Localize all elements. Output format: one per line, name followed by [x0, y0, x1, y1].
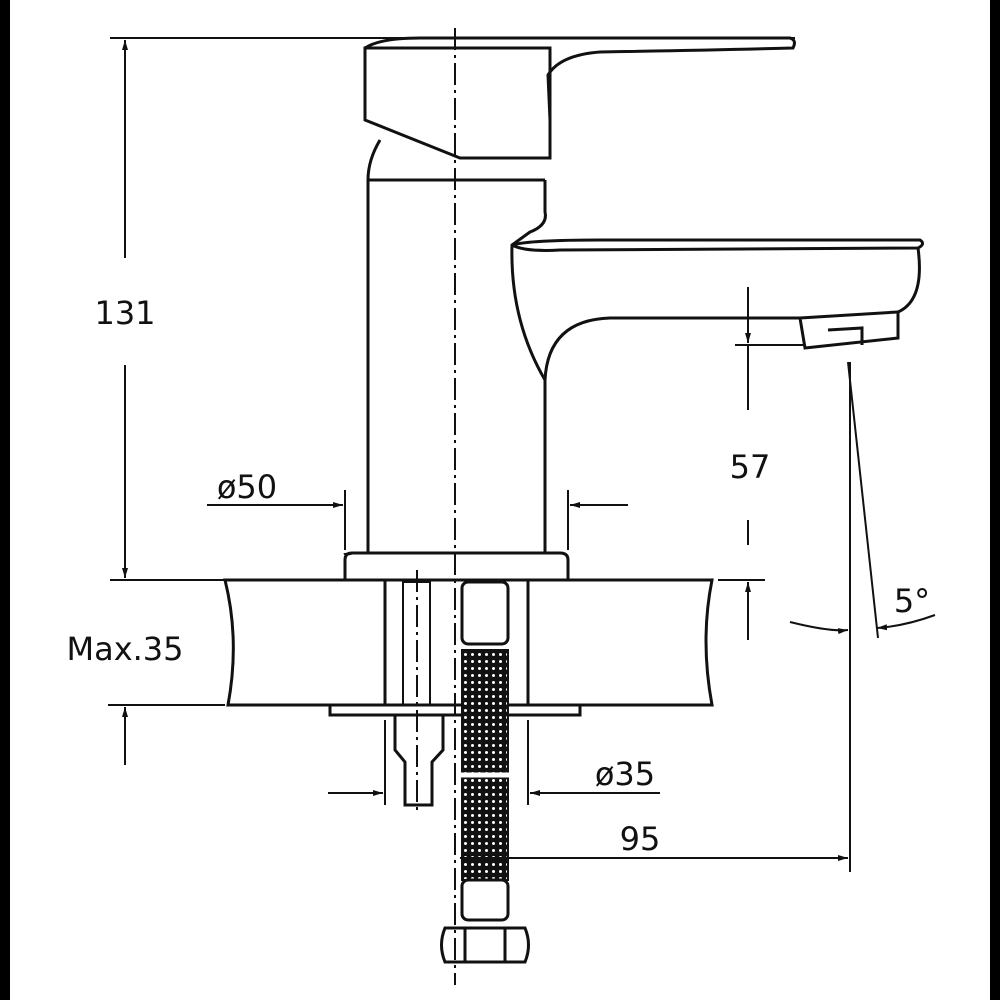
body-outline [366, 139, 547, 553]
label-57: 57 [730, 448, 771, 486]
dimension-height-131: 131 [94, 37, 795, 581]
mounting-bolt [393, 570, 445, 815]
label-5-degrees: 5° [894, 582, 930, 620]
handle-head [363, 46, 552, 160]
label-131: 131 [94, 294, 155, 332]
dimension-max-thickness: Max.35 [66, 630, 225, 765]
label-d35: ø35 [595, 755, 655, 793]
label-max-35: Max.35 [66, 630, 183, 668]
countertop-section [223, 578, 714, 717]
lever [364, 36, 796, 121]
label-95: 95 [620, 820, 661, 858]
right-border [990, 0, 1000, 1000]
supply-hose [440, 580, 530, 964]
dimension-base-diameter: ø50 [207, 468, 628, 550]
base-ring [343, 551, 570, 582]
left-border [0, 0, 10, 1000]
hex-nut [440, 926, 530, 964]
label-d50: ø50 [217, 468, 277, 506]
faucet-body [343, 36, 925, 582]
dimension-reach: 95 [460, 362, 851, 872]
spout-top [511, 238, 925, 252]
spout-body [543, 247, 921, 381]
dimension-angle: 5° [789, 361, 936, 639]
aerator [798, 310, 900, 350]
dimension-hole-diameter: ø35 [328, 720, 660, 805]
dimension-spout-height: 57 [718, 287, 805, 640]
